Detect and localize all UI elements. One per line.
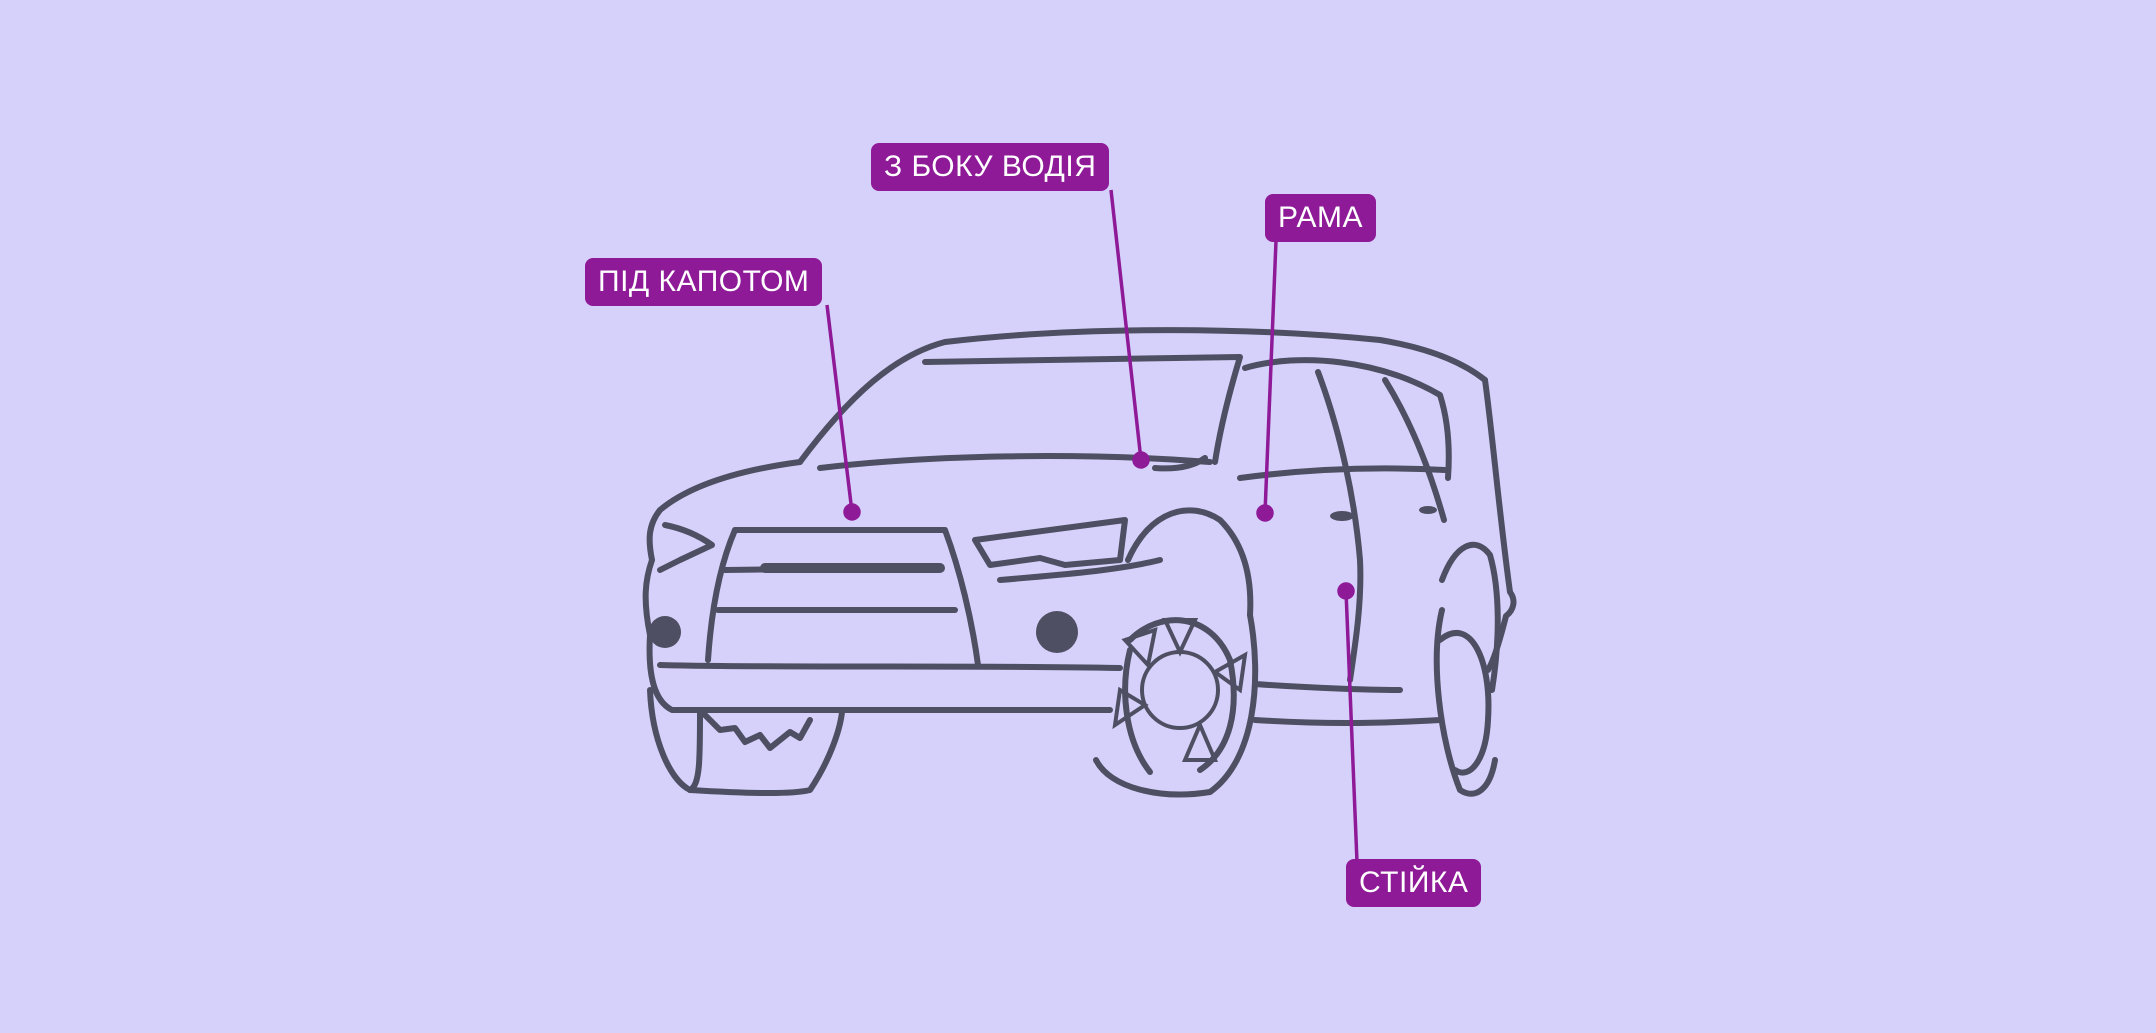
leader-line-under-hood: [825, 304, 854, 513]
marker-driver-side: [1132, 451, 1150, 469]
wheel-rim: [1112, 618, 1248, 762]
leader-line-frame: [1263, 240, 1278, 514]
label-pillar: СТІЙКА: [1346, 859, 1482, 907]
label-driver-side: З БОКУ ВОДІЯ: [871, 143, 1110, 191]
leader-line-pillar: [1344, 590, 1359, 863]
leader-lines: [825, 189, 1359, 863]
marker-frame: [1256, 504, 1274, 522]
car-details: [649, 506, 1437, 653]
suv-outline-icon: [642, 327, 1517, 798]
leader-line-driver-side: [1109, 189, 1143, 461]
label-frame: РАМА: [1265, 194, 1377, 242]
marker-pillar: [1337, 582, 1355, 600]
marker-under-hood: [843, 503, 861, 521]
label-under-hood: ПІД КАПОТОМ: [585, 258, 823, 306]
